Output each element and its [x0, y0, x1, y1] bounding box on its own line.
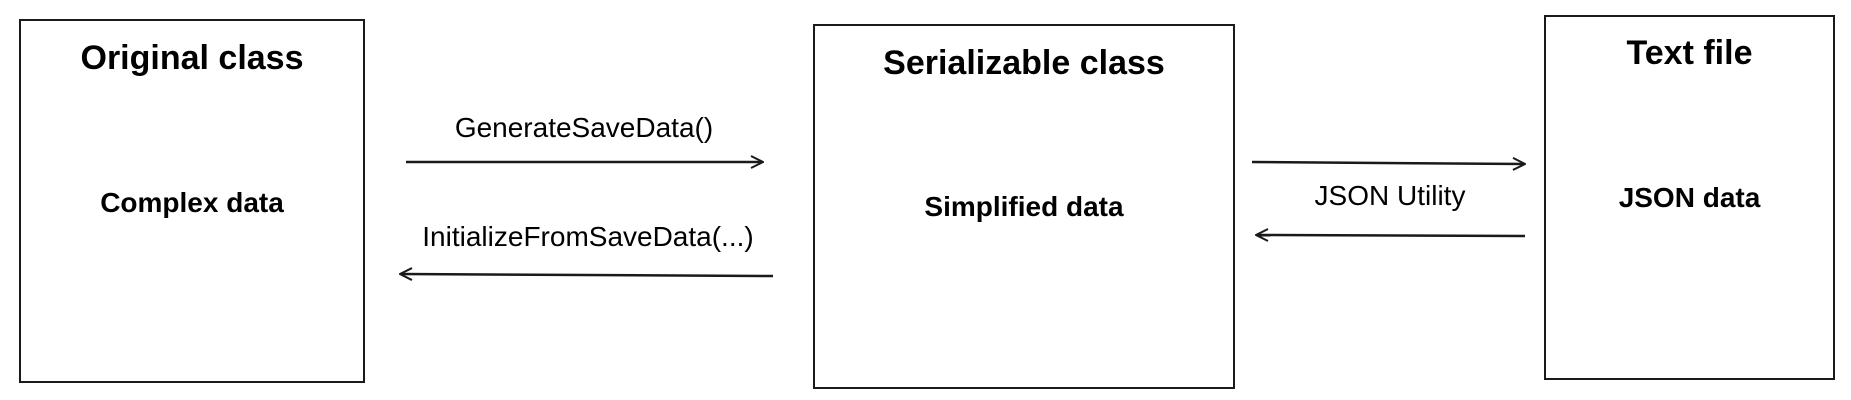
original-class-box: Original class Complex data: [19, 19, 365, 383]
serializable-class-box: Serializable class Simplified data: [813, 24, 1235, 389]
json-data-label: JSON data: [1618, 182, 1761, 213]
deserialize-from-file-arrow: [1257, 235, 1526, 236]
generate-save-data-label: GenerateSaveData(): [454, 112, 714, 143]
text-file-title: Text file: [1626, 34, 1753, 72]
serialize-to-file-arrow: [1251, 162, 1524, 164]
json-utility-label: JSON Utility: [1314, 180, 1466, 211]
initialize-from-save-data-label: InitializeFromSaveData(...): [422, 221, 754, 252]
simplified-data-label: Simplified data: [924, 191, 1124, 222]
text-file-box: Text file JSON data: [1544, 15, 1835, 380]
serializable-class-title: Serializable class: [883, 44, 1165, 82]
original-class-title: Original class: [80, 39, 304, 77]
initialize-from-save-data-arrow: [401, 274, 774, 276]
complex-data-label: Complex data: [100, 187, 284, 218]
